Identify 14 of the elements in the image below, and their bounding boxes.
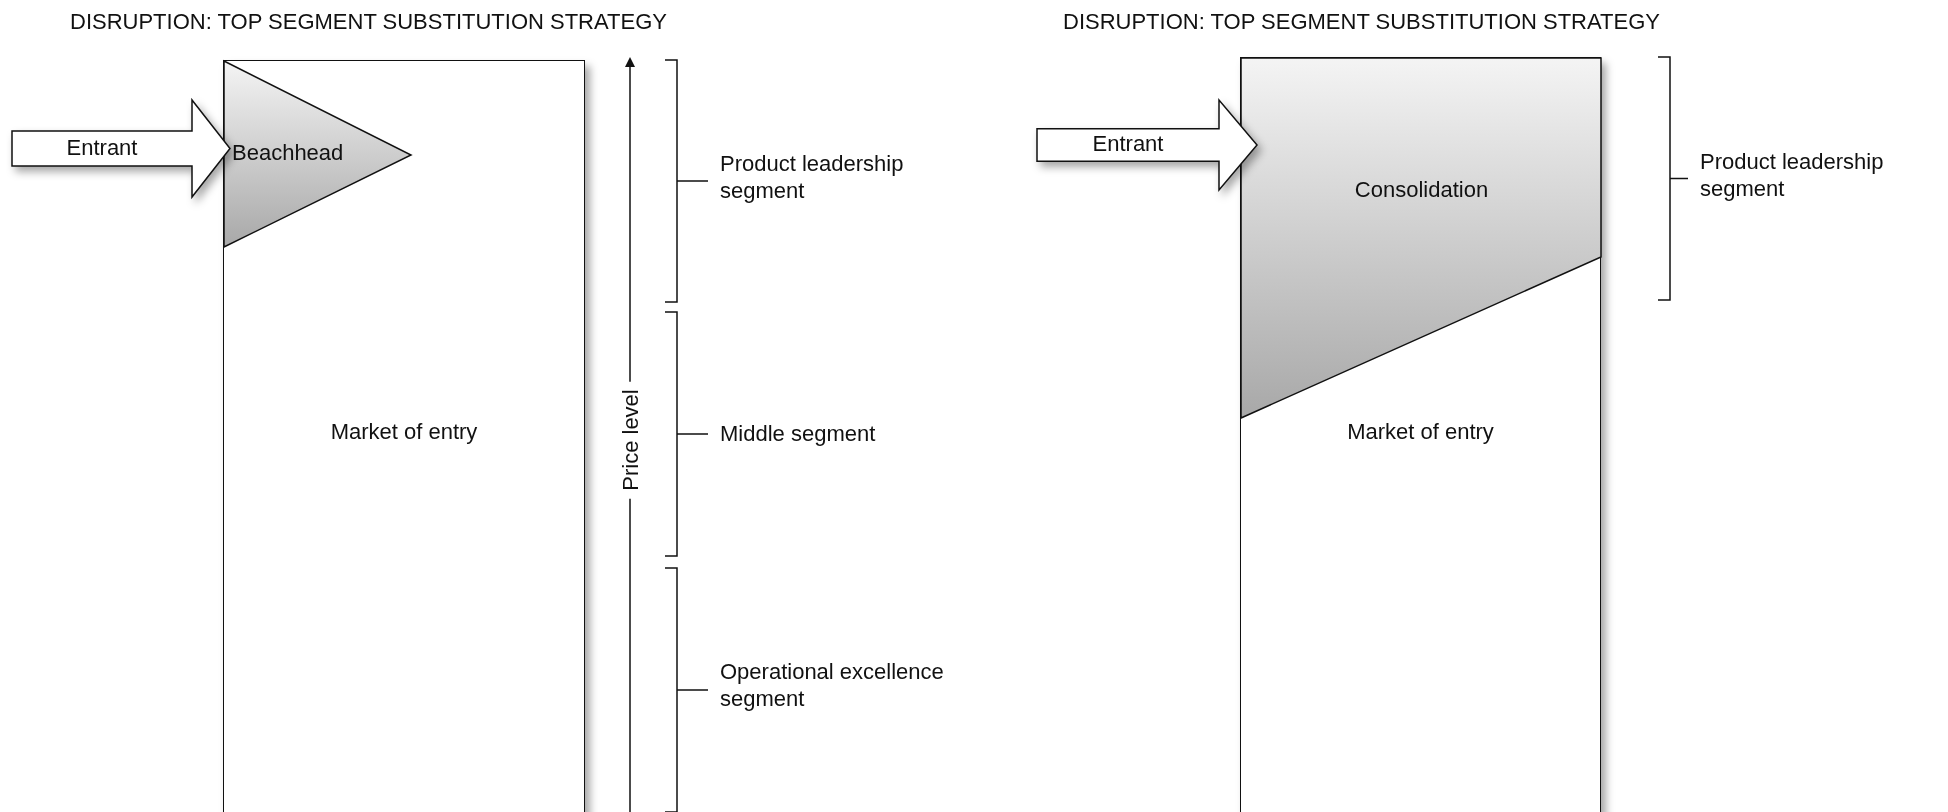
node-label: Entrant [65,133,139,161]
segment-label: Product leadership segment [1700,148,1885,202]
segment-label: Product leadership segment [720,150,905,204]
node-label: Market of entry [329,418,479,445]
segment-label: Middle segment [720,420,877,447]
node-label: Beachhead [232,139,344,166]
market-box [1240,57,1601,812]
node-label: Consolidation [1353,176,1490,203]
node-label: Entrant [1091,130,1165,157]
market-box [223,60,585,812]
segment-label: Operational excellence segment [720,658,945,712]
panel-heading: DISRUPTION: TOP SEGMENT SUBSTITUTION STRATEGY [1063,8,1660,35]
node-label: Market of entry [1346,418,1495,445]
panel-heading: DISRUPTION: TOP SEGMENT SUBSTITUTION STRATEGY [70,8,667,35]
